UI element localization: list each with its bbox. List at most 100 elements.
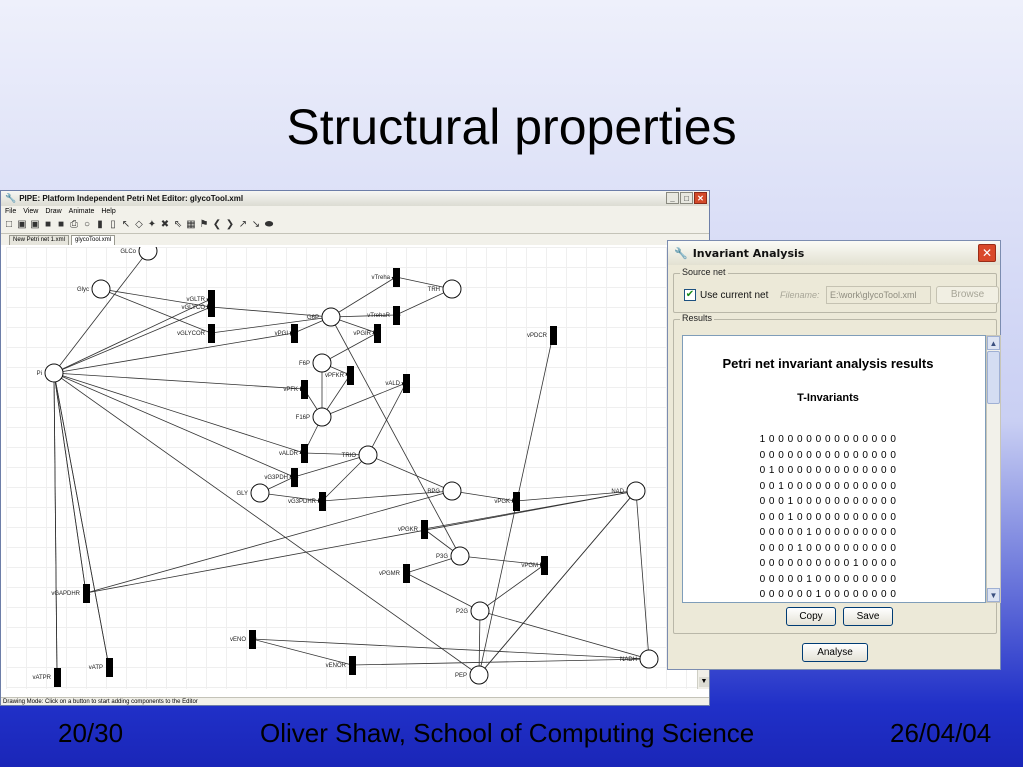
transition-venor[interactable] bbox=[349, 656, 356, 675]
arc-49[interactable] bbox=[53, 298, 212, 374]
arc-56[interactable] bbox=[478, 490, 637, 676]
arc-24[interactable] bbox=[321, 454, 369, 502]
results-scrollbar[interactable]: ▲ ▼ bbox=[986, 335, 1001, 603]
place-p3g[interactable] bbox=[450, 546, 470, 566]
transition-vald[interactable] bbox=[403, 374, 410, 393]
arc-53[interactable] bbox=[53, 306, 212, 374]
arc-22[interactable] bbox=[367, 454, 453, 492]
place-f16p[interactable] bbox=[312, 407, 332, 427]
results-pane[interactable]: Petri net invariant analysis results T-I… bbox=[682, 335, 986, 603]
place-pi[interactable] bbox=[44, 363, 64, 383]
use-current-net-checkbox[interactable]: ✔ bbox=[684, 289, 696, 301]
save-icon[interactable]: ■ bbox=[44, 219, 52, 230]
arc-7[interactable] bbox=[395, 288, 453, 316]
arc-5[interactable] bbox=[330, 276, 397, 318]
transition-vpgi[interactable] bbox=[291, 324, 298, 343]
random-fire-icon[interactable]: ↗ bbox=[238, 219, 248, 230]
arc-57[interactable] bbox=[476, 610, 482, 676]
arc-26[interactable] bbox=[515, 488, 637, 502]
add-token-icon[interactable]: ✦ bbox=[147, 219, 157, 230]
random-animate-icon[interactable]: ↘ bbox=[251, 219, 261, 230]
arc-52[interactable] bbox=[53, 372, 305, 455]
place-f6p[interactable] bbox=[312, 353, 332, 373]
save-button[interactable]: Save bbox=[843, 607, 893, 626]
arc-6[interactable] bbox=[395, 276, 453, 291]
place-gly[interactable] bbox=[250, 483, 270, 503]
timed-transition-icon[interactable]: ▯ bbox=[110, 219, 116, 230]
place-pep[interactable] bbox=[469, 665, 489, 685]
place-nad[interactable] bbox=[626, 481, 646, 501]
arc-18[interactable] bbox=[303, 450, 369, 456]
arc-34[interactable] bbox=[251, 638, 650, 662]
transition-vglyco[interactable] bbox=[208, 298, 215, 317]
analyse-button[interactable]: Analyse bbox=[802, 643, 868, 662]
animate-icon[interactable]: ⚑ bbox=[199, 219, 209, 230]
arc-39[interactable] bbox=[53, 372, 88, 594]
minimize-icon[interactable]: _ bbox=[666, 192, 679, 204]
arc-1[interactable] bbox=[100, 288, 212, 309]
transition-vgapdhr[interactable] bbox=[83, 584, 90, 603]
place-g6p[interactable] bbox=[321, 307, 341, 327]
zoom-icon[interactable]: ⬬ bbox=[264, 219, 274, 230]
arc-58[interactable] bbox=[259, 492, 323, 503]
transition-vglycor[interactable] bbox=[208, 324, 215, 343]
menu-draw[interactable]: Draw bbox=[45, 208, 62, 215]
step-forward-icon[interactable]: ❯ bbox=[225, 219, 235, 230]
arc-48[interactable] bbox=[633, 490, 650, 660]
scroll-down-icon[interactable]: ▼ bbox=[699, 677, 709, 687]
place-glco[interactable] bbox=[138, 247, 158, 261]
step-back-icon[interactable]: ❮ bbox=[212, 219, 222, 230]
transition-vpgm[interactable] bbox=[541, 556, 548, 575]
transition-vtrehar[interactable] bbox=[393, 306, 400, 325]
close-icon[interactable]: ✕ bbox=[978, 244, 996, 262]
transition-vpgmr[interactable] bbox=[403, 564, 410, 583]
scroll-thumb[interactable] bbox=[987, 351, 1000, 404]
arc-41[interactable] bbox=[85, 489, 453, 594]
arc-33[interactable] bbox=[479, 610, 650, 661]
arc-50[interactable] bbox=[53, 331, 295, 374]
delete-token-icon[interactable]: ✖ bbox=[160, 219, 170, 230]
arc-55[interactable] bbox=[330, 316, 461, 557]
transition-veno[interactable] bbox=[249, 630, 256, 649]
arc-43[interactable] bbox=[52, 372, 110, 668]
arc-3[interactable] bbox=[210, 316, 332, 335]
place-nadh[interactable] bbox=[639, 649, 659, 669]
arc-16[interactable] bbox=[321, 382, 407, 418]
arc-45[interactable] bbox=[53, 372, 60, 678]
filename-field[interactable]: E:\work\glycoTool.xml bbox=[826, 286, 931, 304]
arc-36[interactable] bbox=[251, 637, 353, 666]
place-glyc[interactable] bbox=[91, 279, 111, 299]
transition-vpgk[interactable] bbox=[513, 492, 520, 511]
transition-vatpr[interactable] bbox=[54, 668, 61, 687]
arc-11[interactable] bbox=[321, 332, 378, 364]
arc-8[interactable] bbox=[330, 314, 397, 320]
arc-2[interactable] bbox=[210, 306, 332, 320]
transition-vpfkr[interactable] bbox=[347, 366, 354, 385]
place-bpg[interactable] bbox=[442, 481, 462, 501]
arc-37[interactable] bbox=[53, 372, 480, 676]
arc-25[interactable] bbox=[451, 490, 517, 503]
arc-29[interactable] bbox=[459, 555, 545, 567]
arc-40[interactable] bbox=[85, 490, 637, 595]
copy-button[interactable]: Copy bbox=[786, 607, 836, 626]
open-folder-icon-2[interactable]: ▣ bbox=[30, 219, 40, 230]
scroll-up-icon[interactable]: ▲ bbox=[987, 336, 1000, 350]
transition-vpgir[interactable] bbox=[374, 324, 381, 343]
transition-vpgkr[interactable] bbox=[421, 520, 428, 539]
arc-0[interactable] bbox=[53, 250, 149, 374]
transition-vpdcr[interactable] bbox=[550, 326, 557, 345]
arc-20[interactable] bbox=[293, 454, 369, 479]
menu-file[interactable]: File bbox=[5, 208, 17, 215]
select-pointer-icon[interactable]: ⇖ bbox=[173, 219, 183, 230]
arc-17[interactable] bbox=[367, 382, 407, 456]
arc-tool-icon[interactable]: ↖ bbox=[121, 219, 131, 230]
new-file-icon[interactable]: □ bbox=[5, 219, 13, 230]
transition-valdr[interactable] bbox=[301, 444, 308, 463]
transition-vatp[interactable] bbox=[106, 658, 113, 677]
tab-new-petri-net[interactable]: New Petri net 1.xml bbox=[9, 235, 70, 245]
place-trio[interactable] bbox=[358, 445, 378, 465]
arc-54[interactable] bbox=[53, 372, 295, 478]
print-icon[interactable]: ⎙ bbox=[70, 219, 78, 230]
place-tool-icon[interactable]: ○ bbox=[83, 219, 91, 230]
